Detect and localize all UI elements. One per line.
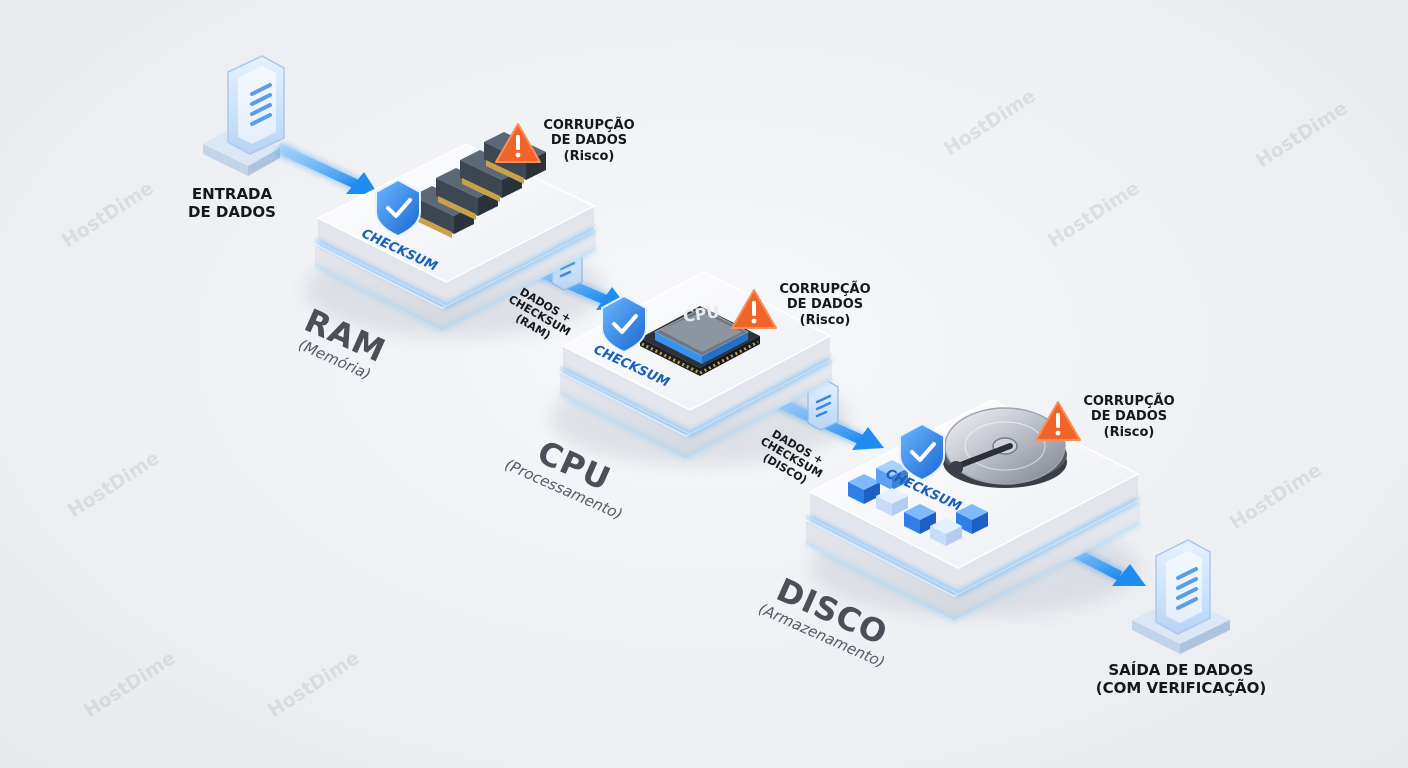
cpu-chip-label: CPU [682, 302, 721, 326]
ram-risk-label: CORRUPÇÃO DE DADOS (Risco) [543, 118, 635, 164]
ram-modules-icon [412, 132, 546, 238]
shield-check-icon [899, 422, 945, 482]
cpu-risk-label: CORRUPÇÃO DE DADOS (Risco) [779, 282, 871, 328]
warning-icon [1035, 401, 1081, 441]
arrow-input-to-ram [275, 141, 378, 194]
data-blocks-icon [848, 460, 988, 546]
disk-risk-label: CORRUPÇÃO DE DADOS (Risco) [1083, 394, 1175, 440]
shield-check-icon [375, 178, 421, 238]
warning-icon [495, 123, 541, 163]
cpu-chip-icon [640, 306, 760, 376]
hard-disk-icon [943, 407, 1067, 488]
input-document-icon [203, 55, 285, 176]
ram-platform: CHECKSUM [314, 123, 597, 332]
shield-check-icon [601, 294, 647, 354]
output-label: SAÍDA DE DADOS (COM VERIFICAÇÃO) [1095, 661, 1267, 697]
input-label: ENTRADA DE DADOS [188, 185, 276, 221]
cpu-platform: CPU CHECKSUM [559, 271, 833, 460]
output-document-icon [1132, 539, 1230, 654]
warning-icon [731, 289, 777, 329]
disk-platform: CHECKSUM [805, 399, 1141, 622]
